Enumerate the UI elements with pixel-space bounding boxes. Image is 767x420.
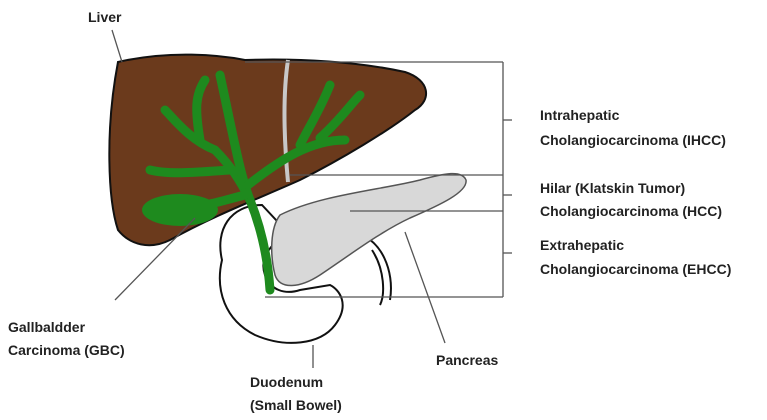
label-hcc-line1: Hilar (Klatskin Tumor) [540, 180, 685, 196]
label-hcc-line2: Cholangiocarcinoma (HCC) [540, 203, 722, 219]
gallbladder [142, 194, 218, 226]
leader-lines [111, 29, 512, 368]
label-liver: Liver [88, 9, 122, 25]
duodenum-loop [359, 234, 392, 306]
label-ehcc-line2: Cholangiocarcinoma (EHCC) [540, 261, 731, 277]
label-ihcc-line1: Intrahepatic [540, 107, 620, 123]
label-ihcc-line2: Cholangiocarcinoma (IHCC) [540, 132, 726, 148]
label-duodenum-line2: (Small Bowel) [250, 397, 342, 413]
label-gbc-line1: Gallbaldder [8, 319, 86, 335]
falciform-ligament [282, 59, 290, 183]
label-ehcc-line1: Extrahepatic [540, 237, 624, 253]
label-gbc-line2: Carcinoma (GBC) [8, 342, 125, 358]
pancreas [270, 172, 467, 287]
label-pancreas: Pancreas [436, 352, 498, 368]
bile-ducts [145, 70, 365, 295]
label-duodenum-line1: Duodenum [250, 374, 323, 390]
